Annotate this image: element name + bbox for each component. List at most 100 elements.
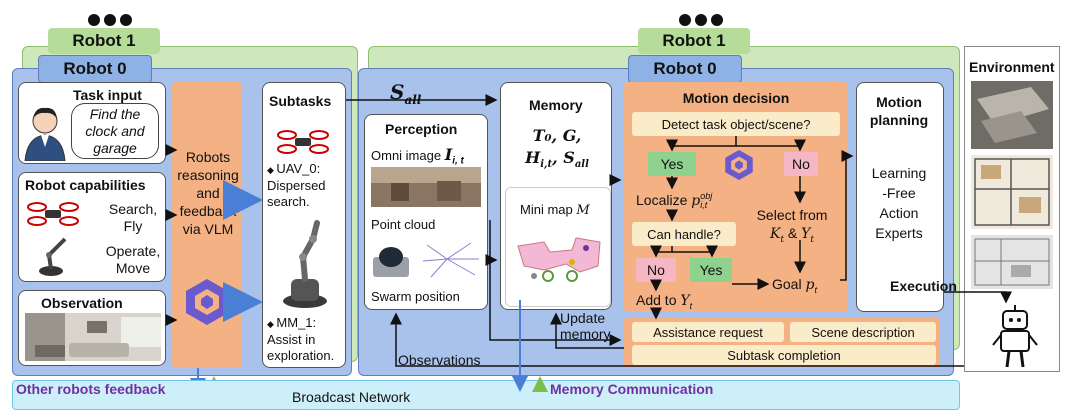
localize-word: Localize <box>636 192 688 208</box>
qwen-logo-icon <box>186 279 228 325</box>
observation-title: Observation <box>41 295 123 311</box>
select-amp: & <box>784 225 802 241</box>
robot-agent-icon <box>992 305 1038 368</box>
task-input-box: Task input Find the clock and garage <box>18 82 166 164</box>
task-line: Find the <box>89 106 141 122</box>
ellipsis-dot <box>120 14 132 26</box>
yes-box: Yes <box>648 152 696 176</box>
subtask-completion: Subtask completion <box>632 345 936 365</box>
robot0-left-tab: Robot 0 <box>38 55 152 83</box>
capabilities-title: Robot capabilities <box>25 177 146 193</box>
person-icon <box>24 107 66 161</box>
environment-title: Environment <box>969 59 1055 75</box>
minimap-image <box>517 237 601 282</box>
memory-s-sub: all <box>574 159 589 171</box>
observations-label: Observations <box>398 352 481 368</box>
subtask-line: search. <box>267 194 310 209</box>
ellipsis-dot <box>695 14 707 26</box>
vlm-text: Robots reasoning and feedback via VLM <box>168 148 248 238</box>
assistance-request: Assistance request <box>632 322 784 342</box>
can-handle-question: Can handle? <box>632 222 736 246</box>
swarm-position-label: Swarm position <box>371 289 460 304</box>
select-from-text: Select from Kt & Yt <box>748 206 836 249</box>
localize-sup: obj <box>700 191 713 202</box>
point-cloud-image <box>373 242 479 278</box>
minimap-label: Mini map M <box>520 202 590 218</box>
execution-label: Execution <box>890 278 957 294</box>
subtask-line: UAV_0: <box>276 161 321 176</box>
drone-icon <box>277 130 329 154</box>
vlm-line: reasoning <box>177 167 239 183</box>
ellipsis-dot <box>711 14 723 26</box>
qwen-logo-icon <box>725 149 753 181</box>
robot0-right-tab: Robot 0 <box>628 55 742 83</box>
scene-description: Scene description <box>790 322 936 342</box>
select-y: Y <box>801 226 811 242</box>
memory-communication-label: Memory Communication <box>550 381 714 397</box>
yes2-box: Yes <box>690 258 732 282</box>
subtask-uav-text: ◆ UAV_0: Dispersed search. <box>267 161 347 210</box>
motion-planning-title: Motion planning <box>857 93 941 129</box>
add-to-text: Add to Yt <box>636 292 692 311</box>
select-k: K <box>769 226 781 242</box>
cap-line: Fly <box>123 218 143 234</box>
vlm-line: Robots <box>185 149 231 165</box>
memory-title: Memory <box>529 97 583 113</box>
cap-line: Move <box>115 260 151 276</box>
subtask-line: Dispersed <box>267 178 326 193</box>
omni-image-label: Omni image Ii, t <box>371 145 464 167</box>
s-all-var: S <box>390 80 405 104</box>
speech-bubble: Find the clock and garage <box>71 103 159 159</box>
memory-vars-line1: T₀, G, <box>532 126 582 145</box>
cap-line: Search, <box>108 201 158 217</box>
minimap-text: Mini map <box>520 202 573 217</box>
goal-word: Goal <box>772 276 802 292</box>
ellipsis-dot <box>104 14 116 26</box>
subtask-mm-text: ◆ MM_1: Assist in exploration. <box>267 315 347 364</box>
ellipsis-dot <box>88 14 100 26</box>
task-line: clock and <box>85 123 145 139</box>
memory-vars: T₀, G, Hi,t, Sall <box>505 125 609 176</box>
subtask-line: MM_1: <box>276 315 317 330</box>
memory-box: Memory T₀, G, Hi,t, Sall Mini map M <box>500 82 612 310</box>
perception-box: Perception Omni image Ii, t Point cloud … <box>364 114 488 310</box>
add-var: Y <box>680 293 690 309</box>
select-k-sub: t <box>780 234 785 245</box>
add-to-word: Add to <box>636 292 677 308</box>
subtasks-box: Subtasks ◆ UAV_0: Dispersed search. ◆ MM… <box>262 82 346 368</box>
mp-line: Learning <box>871 165 927 181</box>
memory-h: H <box>525 148 541 167</box>
omni-var: I <box>444 145 453 164</box>
update-line: Update <box>560 310 606 326</box>
s-all-label: Sall <box>390 80 421 107</box>
mp-line: Experts <box>875 225 923 241</box>
room-image <box>25 313 161 361</box>
no2-box: No <box>636 258 676 282</box>
perception-title: Perception <box>385 121 458 137</box>
localize-sub: i,t <box>700 200 708 211</box>
mp-title-line: Motion <box>876 94 922 110</box>
omni-text: Omni image <box>371 148 442 163</box>
motion-planning-box: Motion planning Learning -Free Action Ex… <box>856 82 944 312</box>
s-all-sub: all <box>404 93 422 107</box>
vlm-line: and <box>196 185 220 201</box>
update-memory-label: Update memory <box>560 310 611 342</box>
localize-var: p <box>691 193 701 209</box>
vlm-line: feedback <box>179 203 237 219</box>
select-line1: Select from <box>756 207 828 223</box>
robot1-right-tab: Robot 1 <box>638 28 750 54</box>
task-input-title: Task input <box>73 87 142 103</box>
environment-floorplan-image <box>971 155 1053 229</box>
environment-panel: Environment <box>964 46 1060 372</box>
vlm-line: via VLM <box>182 221 234 237</box>
drone-icon <box>27 202 79 226</box>
broadcast-network-label: Broadcast Network <box>292 389 411 405</box>
goal-text: Goal pt <box>772 276 817 295</box>
detect-question: Detect task object/scene? <box>632 112 840 136</box>
uav-capability-text: Search, Fly <box>105 201 161 235</box>
ellipsis-dot <box>679 14 691 26</box>
no-box: No <box>784 152 818 176</box>
memory-h-sub: i,t <box>540 159 553 171</box>
mp-title-line: planning <box>869 112 929 128</box>
